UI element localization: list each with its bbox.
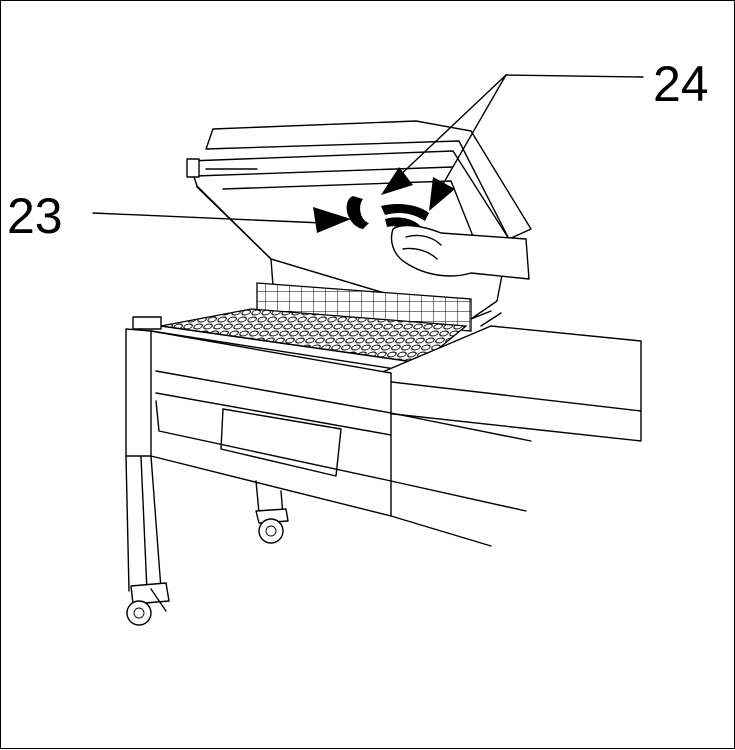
operator-hand <box>390 224 530 280</box>
callout-label-24: 24 <box>653 56 709 112</box>
oven-cabinet <box>125 328 532 547</box>
callout-24-leader <box>381 74 644 211</box>
rear-screen <box>256 282 472 332</box>
conveyor-belt <box>132 308 468 374</box>
callout-23-leader <box>92 207 351 233</box>
legs-casters <box>125 455 289 626</box>
callout-label-23: 23 <box>7 188 63 244</box>
